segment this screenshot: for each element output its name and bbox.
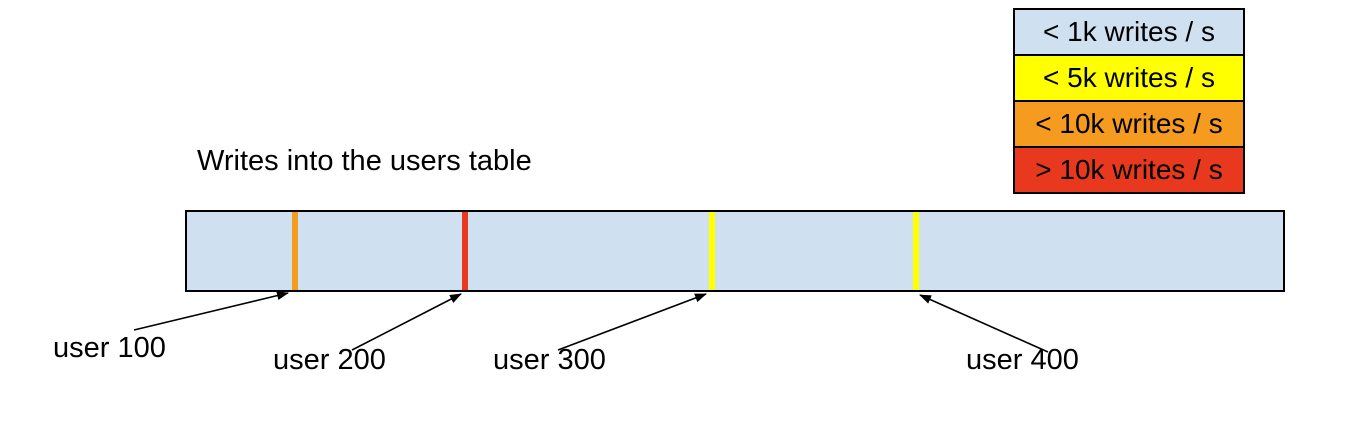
legend-item-lt-10k: < 10k writes / s	[1013, 100, 1245, 148]
marker-label-user-100: user 100	[53, 332, 166, 364]
arrow-user-100	[133, 291, 289, 331]
hotspot-stripe-user-100	[292, 212, 298, 290]
hotspot-stripe-user-200	[462, 212, 468, 290]
legend-item-label: < 1k writes / s	[1043, 16, 1215, 47]
marker-label-user-200: user 200	[273, 344, 386, 376]
hotspot-stripe-user-300	[709, 212, 715, 290]
marker-label-user-300: user 300	[493, 344, 606, 376]
legend-item-label: > 10k writes / s	[1035, 154, 1223, 185]
diagram-title: Writes into the users table	[197, 145, 532, 177]
legend-item-lt-5k: < 5k writes / s	[1013, 54, 1245, 102]
legend-item-label: < 10k writes / s	[1035, 108, 1223, 139]
legend-item-lt-1k: < 1k writes / s	[1013, 8, 1245, 56]
legend-item-gt-10k: > 10k writes / s	[1013, 146, 1245, 194]
arrow-user-300	[557, 293, 707, 351]
arrow-user-200	[351, 293, 462, 351]
legend: < 1k writes / s < 5k writes / s < 10k wr…	[1013, 8, 1245, 194]
marker-label-user-400: user 400	[966, 344, 1079, 376]
hotspot-stripe-user-400	[913, 212, 919, 290]
users-table-bar	[185, 210, 1285, 292]
legend-item-label: < 5k writes / s	[1043, 62, 1215, 93]
